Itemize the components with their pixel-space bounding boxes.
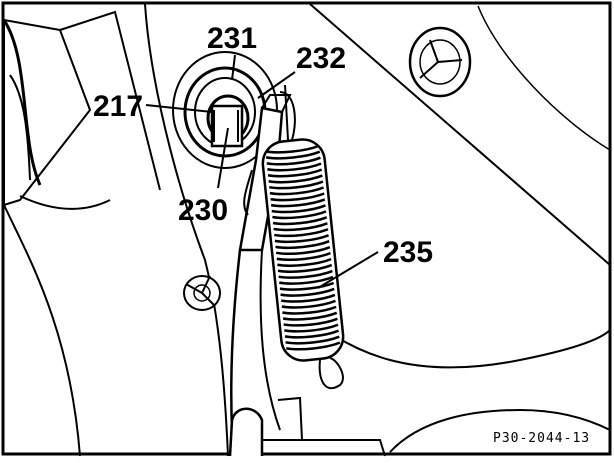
grommet-plug <box>408 26 472 98</box>
upper-right-panel <box>309 3 611 266</box>
spring-coil <box>284 329 340 339</box>
spring-coil <box>280 293 336 303</box>
leader-235 <box>317 251 379 289</box>
spring-coil <box>278 269 333 279</box>
spring-coil <box>266 156 321 166</box>
spring-coil <box>271 204 326 214</box>
spring-coil <box>276 251 331 261</box>
spring-coil <box>282 311 338 321</box>
border-frame <box>1 1 612 456</box>
spring-coil <box>281 299 336 309</box>
left-body-panel <box>2 10 161 457</box>
leader-231 <box>231 54 236 81</box>
spring-coil <box>269 180 324 190</box>
leader-232 <box>257 71 296 99</box>
spring-coil <box>267 162 322 172</box>
spring-coil <box>285 341 341 351</box>
bottom-bracket <box>228 396 386 457</box>
spring-coil <box>275 240 330 250</box>
spring-coil <box>283 317 338 327</box>
spring-coil <box>272 216 328 226</box>
pivot-assembly <box>172 51 278 169</box>
spring-coil <box>274 228 329 238</box>
spring-coil <box>273 222 328 232</box>
spring-coil <box>282 305 337 315</box>
spring-coil <box>279 275 334 285</box>
spring-coil <box>285 335 340 345</box>
spring-coil <box>265 150 321 160</box>
lever-arm <box>230 94 292 431</box>
callout-217: 217 <box>93 90 143 123</box>
spring-coil <box>284 323 339 333</box>
leader-230 <box>217 127 229 189</box>
spring-coil <box>275 246 331 256</box>
spring-coil <box>274 234 330 244</box>
spring-coil <box>268 174 323 184</box>
callout-230: 230 <box>178 194 228 227</box>
spring-coil <box>267 168 323 178</box>
spring-coil <box>277 257 332 267</box>
lever-hook <box>243 169 253 216</box>
spring-coil <box>265 144 320 154</box>
callout-235: 235 <box>383 236 433 269</box>
leader-lines <box>145 54 379 289</box>
tension-spring <box>261 84 345 390</box>
spring-coil <box>269 186 325 196</box>
spring-coil <box>270 198 326 208</box>
reference-code: P30-2044-13 <box>493 431 590 446</box>
callout-232: 232 <box>296 42 346 75</box>
spring-coil <box>272 210 327 220</box>
spring-coil <box>280 287 335 297</box>
leader-217 <box>145 104 213 113</box>
spring-coil <box>277 263 333 273</box>
spring-coil <box>279 281 335 291</box>
screw-left <box>183 275 221 311</box>
callout-231: 231 <box>207 22 257 55</box>
pillar-edge <box>144 3 229 457</box>
spring-coil <box>270 192 325 202</box>
